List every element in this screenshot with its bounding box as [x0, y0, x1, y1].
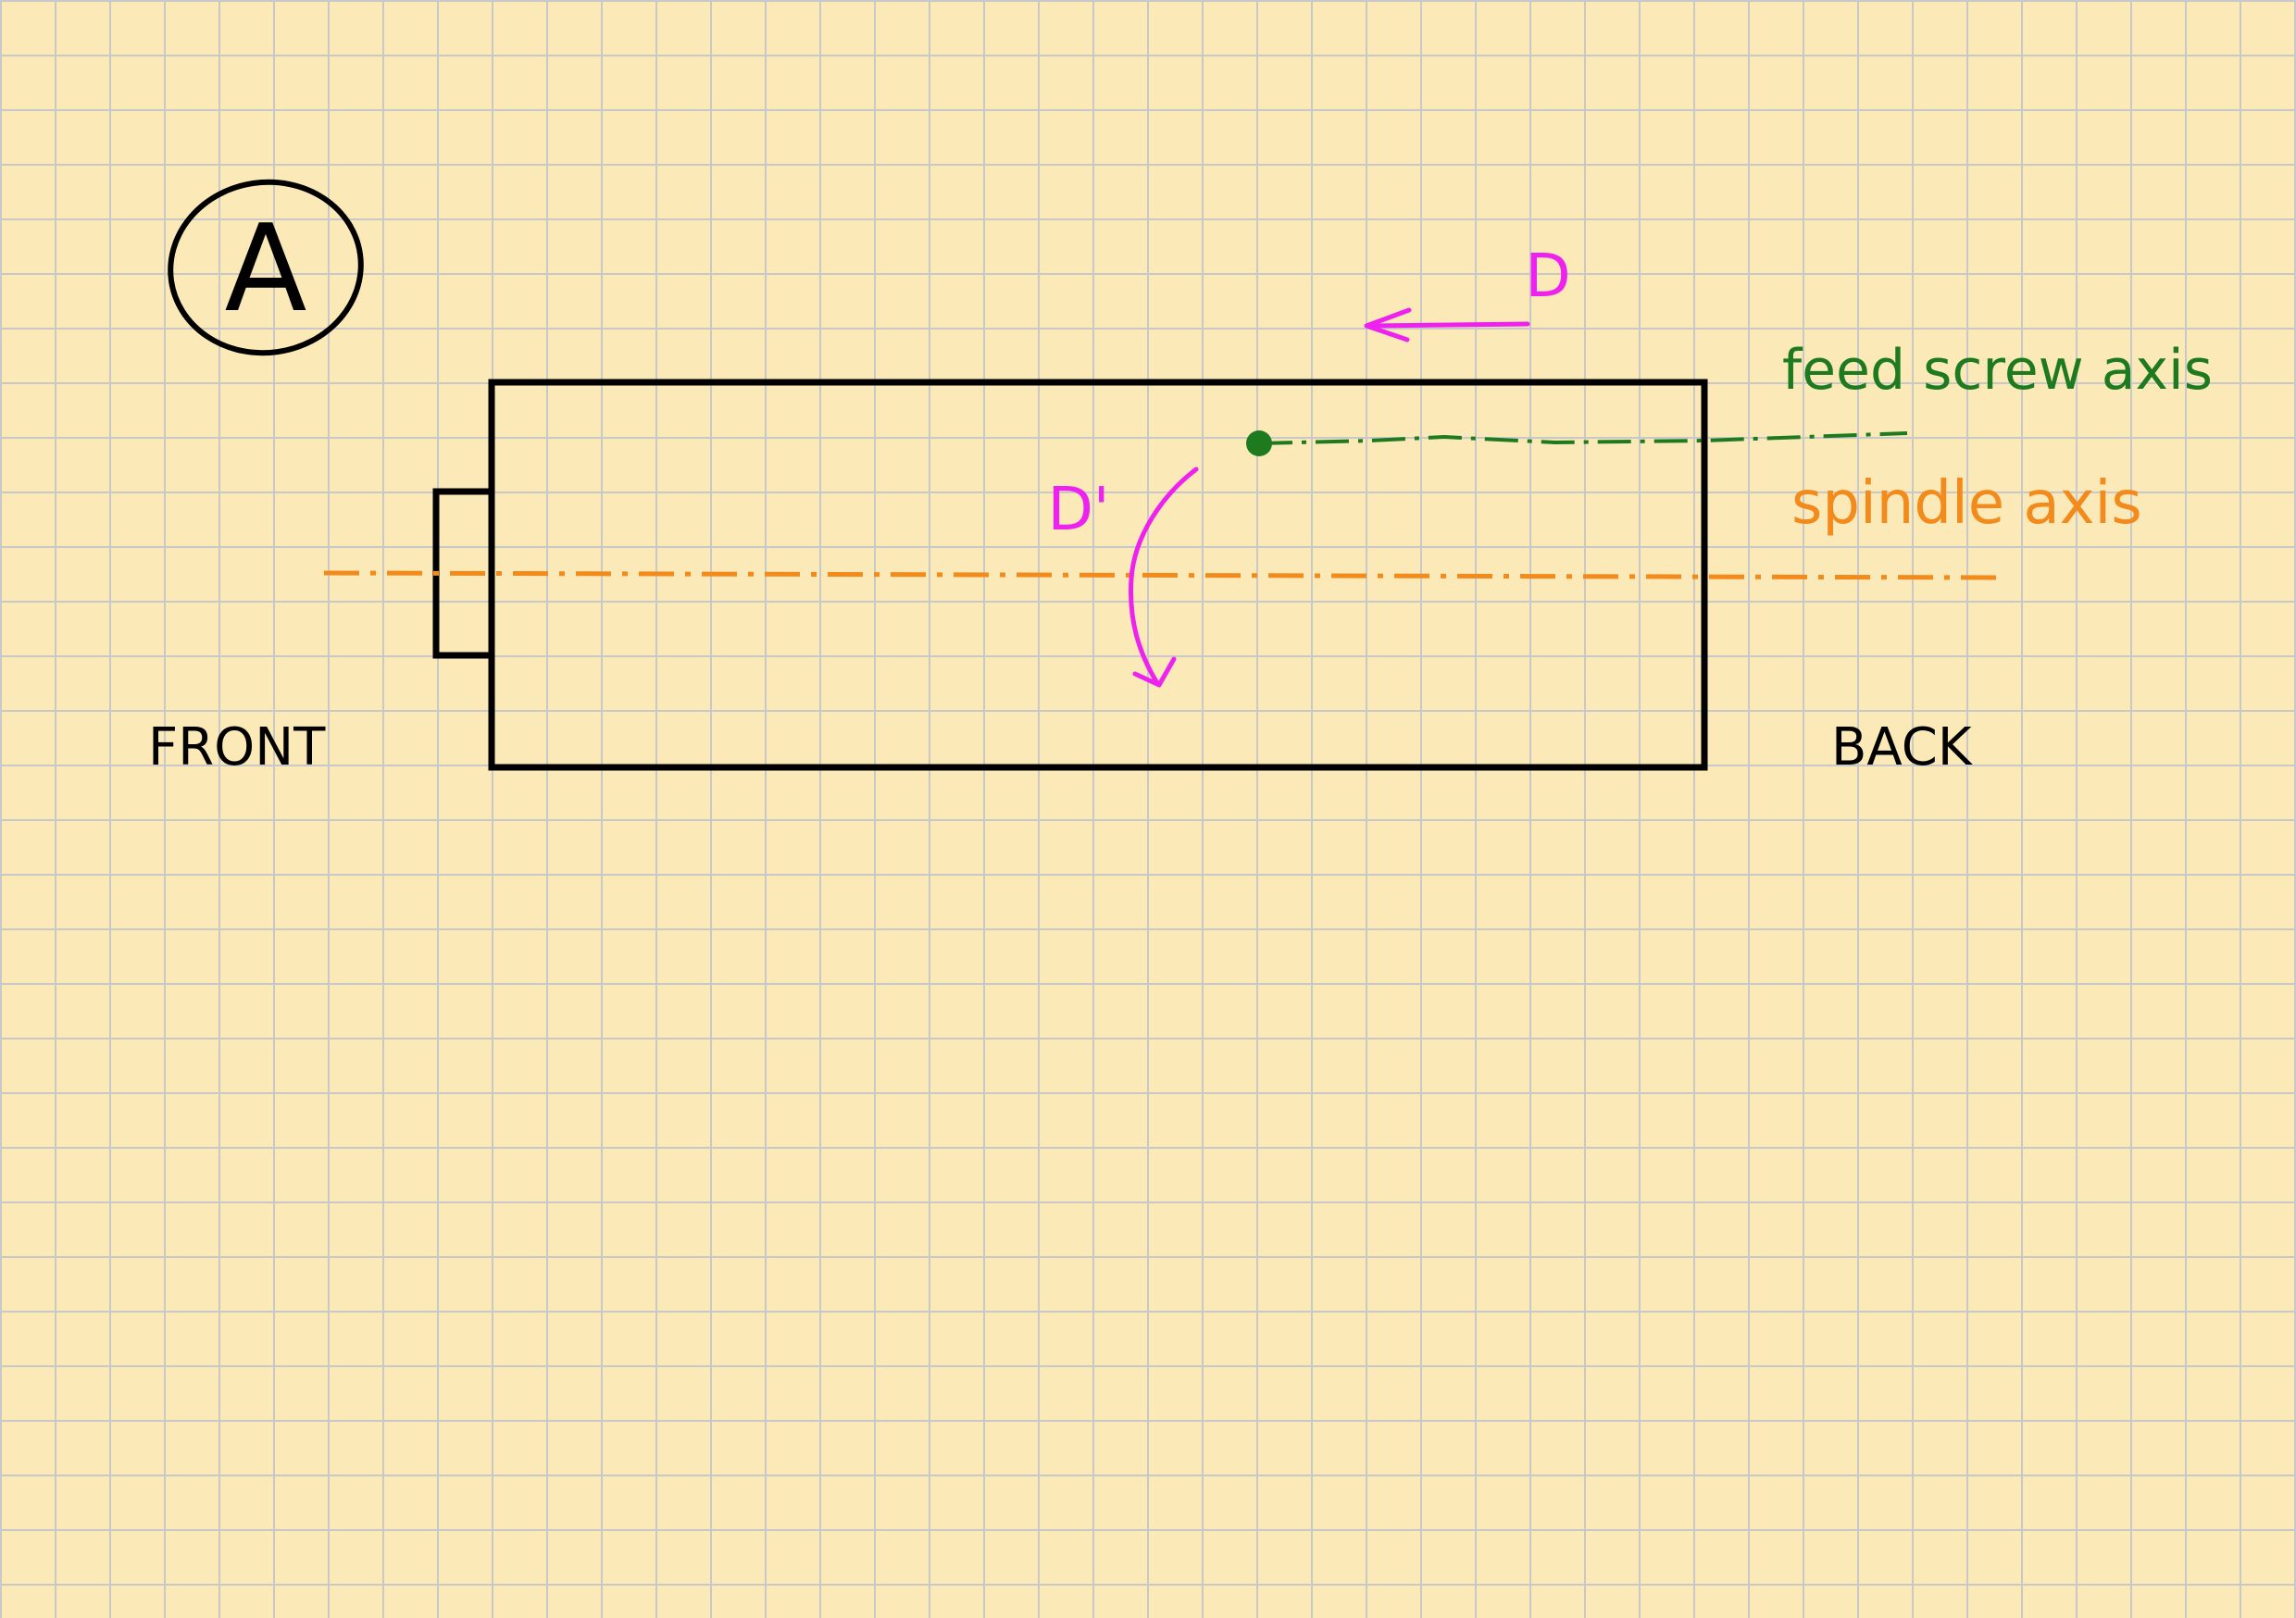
feed-screw-axis-line	[1258, 431, 1908, 445]
spindle-axis-label: spindle axis	[1791, 469, 2142, 538]
badge-circle	[168, 179, 364, 356]
motion-arrow-d: D	[1364, 243, 1571, 342]
rotation-d-prime-label: D'	[1048, 476, 1110, 544]
motion-d-label: D	[1525, 243, 1570, 311]
front-label: FRONT	[148, 717, 326, 778]
spindle-axis-line	[323, 570, 2005, 580]
machine-body-rect	[488, 379, 1708, 771]
badge-letter: A	[225, 198, 307, 339]
back-label: BACK	[1831, 717, 1973, 778]
rotation-arrow-d-prime: D'	[1048, 467, 1199, 688]
circled-label-badge: A	[168, 179, 364, 356]
feed-screw-axis-label: feed screw axis	[1782, 338, 2213, 403]
